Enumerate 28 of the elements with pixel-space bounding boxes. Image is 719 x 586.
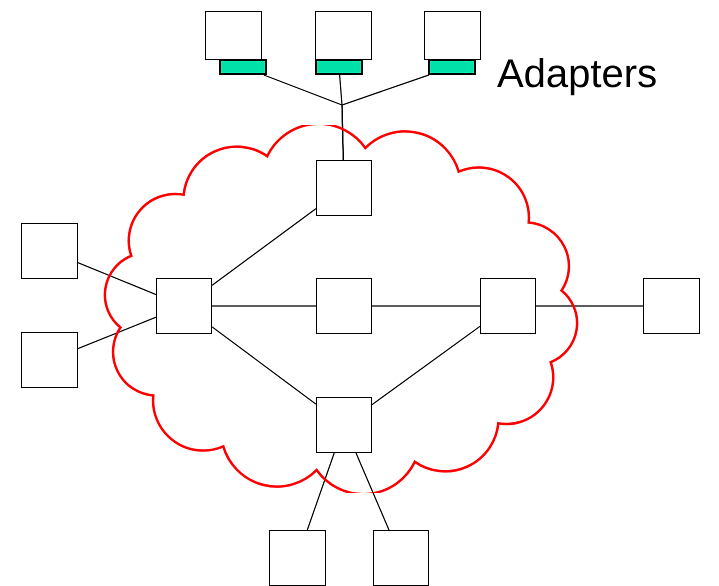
- adapter-card: [219, 59, 267, 75]
- network-link: [341, 74, 430, 160]
- device-box: [373, 530, 429, 586]
- device-box: [315, 11, 372, 60]
- network-link: [355, 452, 390, 530]
- device-box: [21, 223, 78, 279]
- device-box: [316, 160, 372, 216]
- adapter-card: [315, 59, 363, 75]
- device-box: [316, 397, 372, 453]
- network-link: [212, 305, 316, 307]
- device-box: [269, 530, 326, 586]
- network-link: [372, 305, 480, 307]
- device-box: [21, 332, 78, 388]
- device-box: [156, 278, 212, 334]
- device-box: [205, 11, 262, 60]
- network-link: [372, 326, 480, 406]
- network-link: [212, 326, 316, 405]
- device-box: [643, 278, 700, 334]
- network-link: [78, 262, 156, 296]
- network-link: [306, 452, 335, 530]
- adapter-card: [428, 59, 476, 75]
- device-box: [480, 278, 536, 334]
- device-box: [424, 11, 481, 60]
- callout-label: Adapters: [497, 54, 658, 94]
- network-link: [536, 305, 643, 307]
- network-link: [212, 208, 316, 286]
- device-box: [316, 278, 372, 334]
- network-link: [78, 316, 156, 350]
